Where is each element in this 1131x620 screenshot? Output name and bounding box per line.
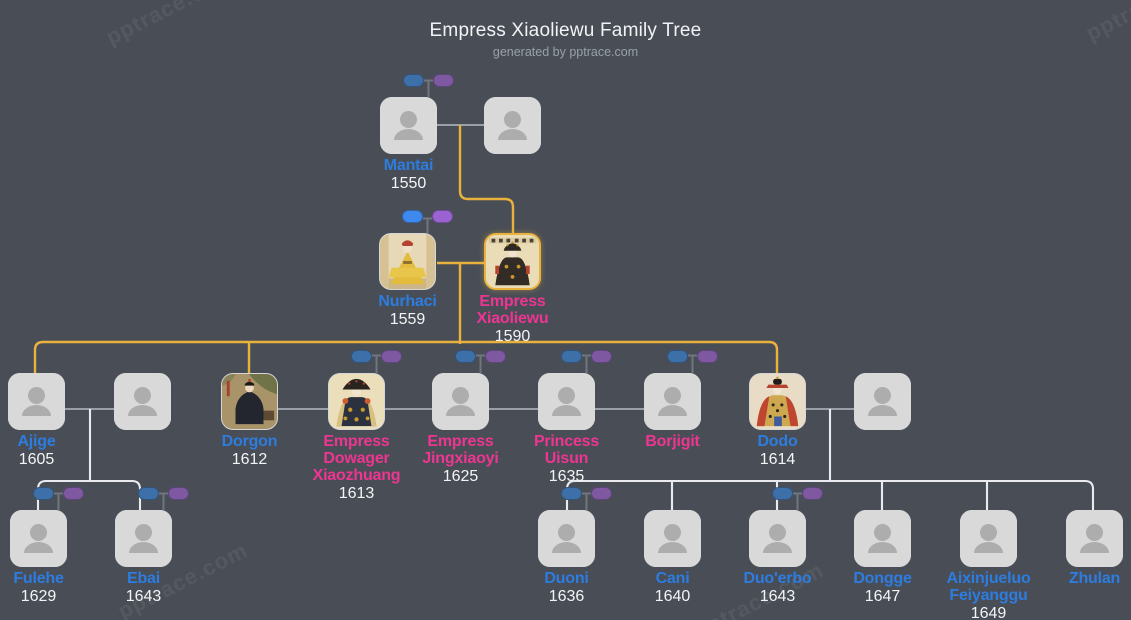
person-placeholder-icon [854,373,911,430]
collapsed-mother-pill[interactable] [433,74,454,87]
person-node-aixinjueluo-feiyanggu[interactable] [960,510,1017,567]
collapsed-father-pill[interactable] [402,210,423,223]
person-placeholder-icon [484,97,541,154]
collapsed-father-pill[interactable] [138,487,159,500]
collapsed-father-pill[interactable] [772,487,793,500]
person-node-empress-xiaoliewu[interactable] [484,233,541,290]
person-placeholder-icon [854,510,911,567]
person-node-dongge[interactable] [854,510,911,567]
page-title: Empress Xiaoliewu Family Tree [429,20,702,41]
person-placeholder-icon [8,373,65,430]
nurhaci-portrait [380,234,435,289]
person-node-princess-uisun[interactable] [538,373,595,430]
collapsed-mother-pill[interactable] [168,487,189,500]
collapsed-mother-pill[interactable] [432,210,453,223]
collapsed-father-pill[interactable] [455,350,476,363]
person-placeholder-icon [538,510,595,567]
person-node-empress-dowager-xiaozhuang[interactable] [328,373,385,430]
person-node-nurhaci[interactable] [379,233,436,290]
person-placeholder-icon [380,97,437,154]
person-node-dodo-spouse[interactable] [854,373,911,430]
person-node-ebai[interactable] [115,510,172,567]
person-placeholder-icon [644,373,701,430]
person-node-mantai[interactable] [380,97,437,154]
person-node-duoni[interactable] [538,510,595,567]
person-node-zhulan[interactable] [1066,510,1123,567]
person-placeholder-icon [960,510,1017,567]
collapsed-mother-pill[interactable] [591,487,612,500]
dodo-portrait [750,374,805,429]
collapsed-father-pill[interactable] [561,487,582,500]
page-subtitle: generated by pptrace.com [492,45,639,59]
pill-stub-lines [54,79,802,510]
person-node-dodo[interactable] [749,373,806,430]
collapsed-mother-pill[interactable] [381,350,402,363]
collapsed-mother-pill[interactable] [485,350,506,363]
person-placeholder-icon [1066,510,1123,567]
collapsed-father-pill[interactable] [667,350,688,363]
xiaozhuang-portrait [329,374,384,429]
collapsed-father-pill[interactable] [33,487,54,500]
person-node-duoerbo[interactable] [749,510,806,567]
person-placeholder-icon [644,510,701,567]
person-node-cani[interactable] [644,510,701,567]
person-node-ajige-spouse[interactable] [114,373,171,430]
empress-xiaoliewu-portrait [486,235,539,288]
collapsed-father-pill[interactable] [561,350,582,363]
dorgon-portrait [222,374,277,429]
person-node-dorgon[interactable] [221,373,278,430]
person-placeholder-icon [538,373,595,430]
person-placeholder-icon [115,510,172,567]
person-node-empress-jingxiaoyi[interactable] [432,373,489,430]
children-branch-lines [36,409,1095,510]
collapsed-father-pill[interactable] [351,350,372,363]
person-placeholder-icon [749,510,806,567]
person-node-borjigit[interactable] [644,373,701,430]
collapsed-mother-pill[interactable] [63,487,84,500]
person-node-mantai-spouse[interactable] [484,97,541,154]
collapsed-mother-pill[interactable] [697,350,718,363]
person-node-fulehe[interactable] [10,510,67,567]
collapsed-mother-pill[interactable] [802,487,823,500]
collapsed-mother-pill[interactable] [591,350,612,363]
person-placeholder-icon [432,373,489,430]
collapsed-father-pill[interactable] [403,74,424,87]
person-placeholder-icon [114,373,171,430]
person-placeholder-icon [10,510,67,567]
person-node-ajige[interactable] [8,373,65,430]
highlight-lineage-lines [33,125,779,373]
